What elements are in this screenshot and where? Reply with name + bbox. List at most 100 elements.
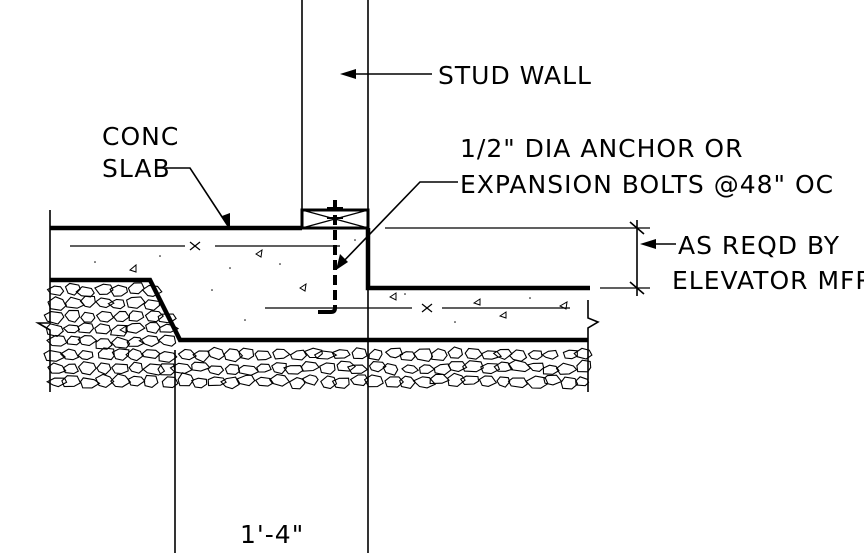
gravel-pebble [59, 348, 80, 361]
gravel-pebble [111, 348, 130, 361]
gravel-pebble [238, 347, 255, 360]
gravel-pebble [254, 376, 274, 387]
gravel-pebble [542, 364, 560, 375]
gravel-pebble [96, 362, 112, 375]
gravel-pebble [478, 375, 498, 387]
gravel-pebble [109, 284, 129, 297]
gravel-pebble [433, 363, 452, 376]
reinforcing-bars [70, 241, 570, 313]
gravel-pebble [283, 365, 304, 375]
gravel-pebble [351, 347, 368, 360]
gravel-pebble [77, 335, 98, 347]
gravel-pebble [128, 310, 145, 322]
gravel-pebble [94, 283, 114, 295]
gravel-pebble [447, 361, 468, 373]
gravel-pebble [464, 347, 483, 360]
gravel-pebble [94, 323, 112, 335]
gravel-pebble [401, 364, 420, 374]
gravel-pebble [128, 361, 144, 374]
gravel-pebble [157, 313, 177, 324]
gravel-pebble [418, 364, 436, 374]
gravel-pebble [138, 335, 160, 348]
gravel-pebble [412, 376, 437, 389]
gravel-pebble [112, 310, 130, 323]
gravel-pebble [336, 360, 357, 372]
gravel-pebble [268, 373, 291, 387]
gravel-pebble [300, 361, 320, 372]
gravel-pebble [157, 363, 176, 376]
gravel-pebble [447, 372, 466, 387]
gravel-pebble [331, 377, 350, 389]
gravel-pebble [256, 363, 272, 373]
gravel-pebble [47, 296, 67, 311]
gravel-pebble [66, 335, 81, 346]
gravel-pebble [331, 349, 351, 359]
gravel-pebble [157, 334, 177, 347]
gravel-pebble [207, 376, 227, 387]
gravel-pebble [223, 348, 244, 363]
gravel-pebble [158, 351, 178, 363]
gravel-pebble [207, 365, 225, 376]
gravel-pebble [254, 350, 272, 361]
gravel-pebble [141, 284, 163, 297]
leaders [157, 69, 676, 270]
gravel-pebble [288, 377, 306, 390]
gravel-pebble [43, 311, 65, 325]
gravel-pebble [507, 359, 532, 373]
gravel-pebble [300, 374, 319, 386]
gravel-pebble [107, 298, 126, 310]
anchor-label-line2: EXPANSION BOLTS @48" OC [460, 170, 834, 199]
gravel-pebble [493, 361, 514, 372]
gravel-pebble [289, 349, 308, 361]
gravel-pebble [95, 297, 115, 309]
gravel-pebble [363, 374, 384, 388]
concrete-aggregate [94, 239, 568, 334]
anchor-bolt [318, 200, 343, 314]
gravel-pebble [413, 348, 434, 363]
gravel-pebble [144, 310, 165, 323]
gravel-pebble [177, 372, 195, 387]
gravel-pebble [313, 350, 338, 360]
conc-slab-label-line1: CONC [102, 122, 179, 151]
gravel-pebble [94, 373, 115, 389]
gravel-pebble [320, 375, 338, 390]
gravel-pebble [141, 349, 161, 359]
gravel-pebble [303, 347, 323, 359]
elevator-label-line2: ELEVATOR MFR [672, 266, 864, 295]
gravel-pebble [459, 375, 480, 385]
gravel-pebble [43, 349, 67, 362]
gravel-pebble [220, 376, 240, 390]
gravel-pebble [480, 350, 503, 360]
gravel-pebble [447, 346, 464, 359]
gravel-pebble [431, 348, 448, 361]
gravel-pebble [110, 373, 132, 388]
gravel-pebble [95, 310, 115, 323]
gravel-pebble [399, 375, 417, 390]
gravel-pebble [46, 285, 65, 296]
gravel-pebble [64, 309, 81, 323]
gravel-pebble [47, 362, 67, 374]
gravel-pebble [191, 377, 208, 389]
gravel-pebble [224, 363, 241, 375]
gravel-pebble [126, 336, 145, 347]
gravel-pebble [125, 296, 146, 309]
gravel-pebble [573, 347, 593, 360]
gravel-pebble [271, 362, 287, 375]
gravel-pebble [143, 299, 161, 311]
gravel-pebble [384, 347, 404, 359]
gravel-pebble [79, 295, 96, 308]
gravel-pebble [177, 348, 197, 361]
gravel-pebble [127, 375, 146, 387]
gravel-pebble [368, 361, 387, 373]
gravel-pebble [527, 350, 543, 360]
dimension-label: 1'-4" [240, 520, 304, 549]
gravel-pebble [555, 362, 578, 375]
gravel-pebble [543, 374, 563, 386]
gravel-pebble [382, 363, 399, 376]
gravel-pebble [62, 324, 81, 334]
gravel-pebble [191, 361, 211, 372]
elevator-label-line1: AS REQD BY [678, 231, 840, 260]
gravel-pebble [142, 363, 166, 376]
gravel-pebble [143, 374, 159, 388]
